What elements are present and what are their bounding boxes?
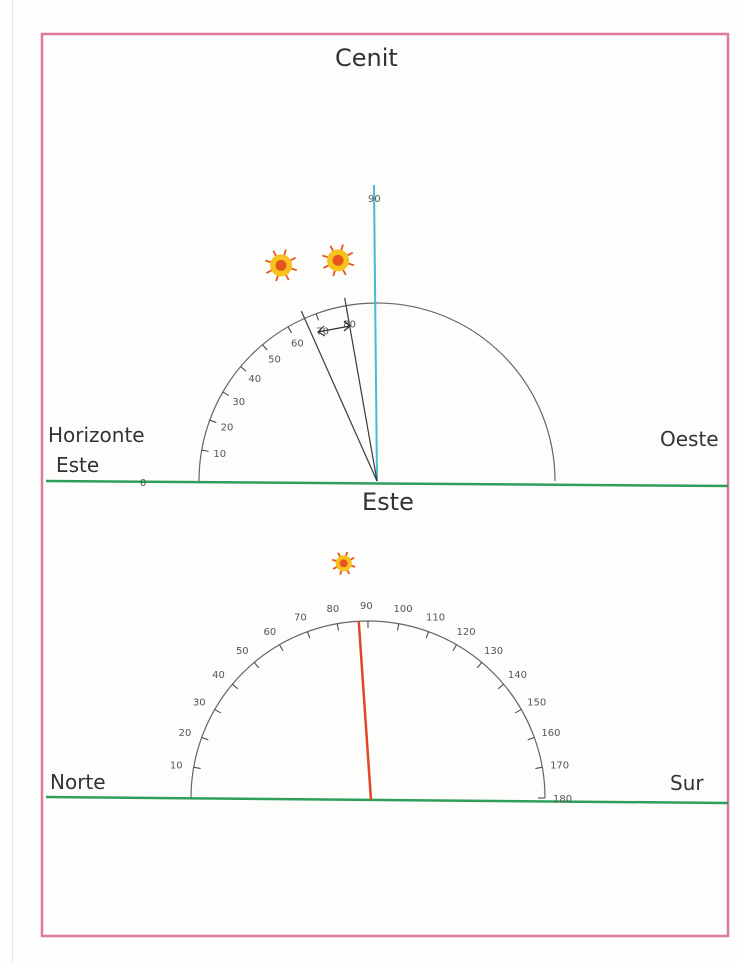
angle-difference-arrow [317, 320, 351, 337]
azimuth-tick-label: 70 [294, 613, 307, 624]
altitude-tick-mark [287, 326, 292, 334]
east-label-middle: Este [362, 488, 414, 516]
azimuth-tick-mark [425, 631, 430, 639]
azimuth-tick-label: 60 [264, 627, 277, 638]
sun-icon [331, 551, 356, 576]
azimuth-tick-label: 150 [527, 698, 546, 709]
azimuth-tick-mark [535, 766, 543, 769]
west-label: Oeste [660, 427, 719, 451]
altitude-tick-label: 40 [248, 374, 261, 385]
altitude-tick-label: 20 [221, 422, 234, 433]
arrow-head-left [317, 325, 326, 337]
sun-icon [322, 244, 355, 277]
altitude-tick-mark [240, 366, 247, 372]
zenith-line [373, 184, 378, 482]
sun-core [339, 559, 348, 568]
azimuth-tick-label: 110 [426, 613, 445, 624]
altitude-tick-label: 30 [232, 397, 245, 408]
altitude-tick-label: 70 [316, 327, 329, 338]
sun-icon [264, 249, 298, 282]
azimuth-tick-label: 120 [457, 627, 476, 638]
azimuth-tick-mark [279, 644, 284, 652]
altitude-tick-mark [262, 344, 268, 351]
altitude-tick-label: 10 [213, 449, 226, 460]
azimuth-tick-label: 160 [541, 728, 560, 739]
azimuth-tick-label: 40 [212, 670, 225, 681]
east-label-upper: Este [56, 453, 99, 477]
azimuth-diagram: 10 20 30 40 50 60 70 80 90 100 110 120 130 140 150 160 1… [45, 551, 729, 805]
sun-drawing-lower [331, 551, 356, 576]
altitude-tick-mark [201, 449, 209, 452]
azimuth-tick-mark [253, 662, 260, 669]
azimuth-tick-label: 100 [394, 604, 413, 615]
azimuth-tick-mark [452, 644, 457, 652]
azimuth-tick-mark [514, 709, 522, 714]
horizon-line-upper [45, 479, 729, 488]
altitude-tick-label: 50 [268, 354, 281, 365]
sun-altitude-ray [300, 310, 378, 482]
altitude-tick-mark [222, 391, 230, 396]
azimuth-tick-mark [232, 683, 239, 690]
azimuth-tick-label: 30 [193, 698, 206, 709]
sun-altitude-ray [344, 297, 378, 482]
north-label: Norte [50, 770, 106, 794]
azimuth-tick-mark [214, 709, 222, 714]
azimuth-tick-label: 90 [360, 601, 373, 612]
horizon-label: Horizonte [48, 423, 145, 447]
azimuth-tick-label: 180 [553, 794, 572, 805]
azimuth-tick-mark [527, 736, 535, 741]
azimuth-ticks: 10 20 30 40 50 60 70 80 90 100 110 120 130 140 150 160 1… [170, 601, 572, 805]
altitude-tick-mark [315, 313, 319, 321]
sun-altitude-rays [300, 297, 378, 482]
azimuth-tick-label: 10 [170, 760, 183, 771]
sun-core [275, 259, 287, 271]
double-arrow-shaft [317, 325, 351, 333]
arrow-head-right [343, 320, 351, 332]
azimuth-tick-mark [397, 623, 400, 631]
azimuth-tick-label: 140 [508, 670, 527, 681]
sun-core [332, 254, 344, 266]
sun-azimuth-line [357, 621, 373, 801]
altitude-tick-label: 60 [291, 338, 304, 349]
altitude-protractor-arc [198, 302, 556, 482]
azimuth-tick-mark [476, 662, 483, 669]
zenith-ninety-mark: 90 [368, 194, 381, 205]
azimuth-tick-label: 130 [484, 646, 503, 657]
azimuth-tick-label: 50 [236, 646, 249, 657]
azimuth-tick-label: 20 [179, 728, 192, 739]
zenith-label: Cenit [335, 44, 398, 72]
azimuth-tick-label: 80 [326, 604, 339, 615]
south-label: Sur [670, 771, 704, 795]
azimuth-tick-mark [336, 623, 339, 631]
azimuth-tick-mark [497, 683, 504, 690]
azimuth-tick-mark [306, 631, 311, 639]
altitude-tick-mark [209, 419, 217, 423]
azimuth-tick-label: 170 [550, 760, 569, 771]
zero-mark: 0 [140, 478, 146, 489]
azimuth-tick-mark [193, 766, 201, 769]
azimuth-tick-mark [201, 736, 209, 741]
sun-drawings-upper [264, 244, 355, 282]
notebook-margin-line [12, 0, 13, 963]
horizon-line-lower [45, 795, 729, 805]
